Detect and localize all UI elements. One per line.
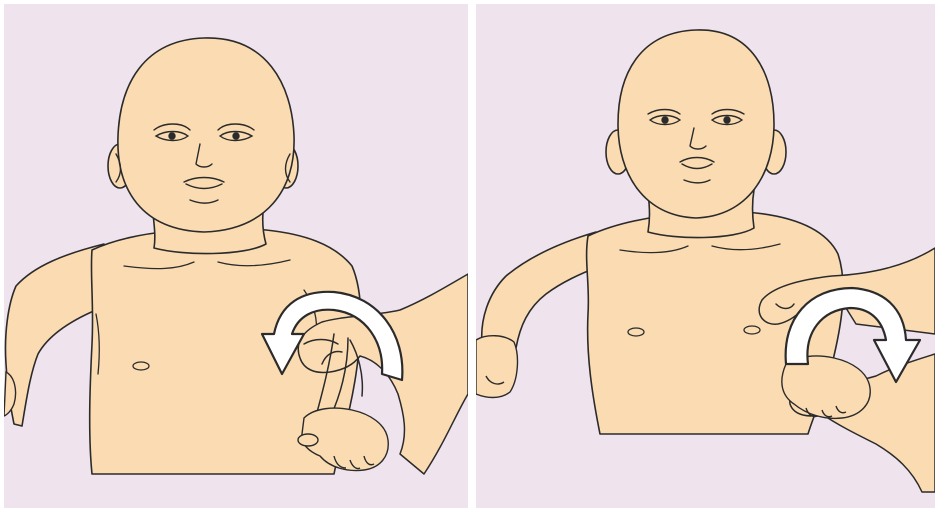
panel-right [476, 4, 935, 508]
panel-right-drawing [476, 4, 935, 508]
baby-left-fist [476, 336, 517, 398]
baby-head [618, 30, 774, 218]
baby-left-arm [5, 244, 104, 426]
panel-left [4, 4, 468, 508]
baby-left-arm [482, 232, 600, 348]
panel-left-drawing [4, 4, 468, 508]
